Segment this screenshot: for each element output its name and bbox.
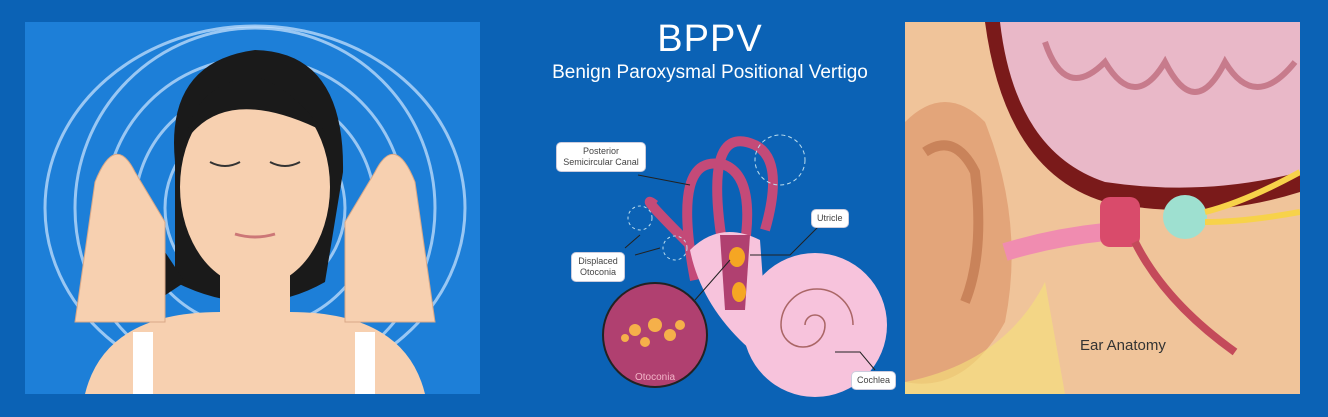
inner-ear-diagram bbox=[602, 134, 887, 397]
page-title: BPPV bbox=[657, 18, 763, 60]
page-subtitle: Benign Paroxysmal Positional Vertigo bbox=[552, 62, 868, 83]
cochlea-label: Cochlea bbox=[852, 372, 896, 389]
posterior-canal-label: Posterior Semicircular Canal bbox=[557, 143, 645, 171]
vertigo-woman-illustration bbox=[25, 22, 480, 394]
ear-anatomy-label: Ear Anatomy bbox=[1080, 337, 1166, 354]
utricle-label: Utricle bbox=[812, 210, 848, 227]
otoconia-label: Otoconia bbox=[634, 372, 676, 383]
displaced-otoconia-label: Displaced Otoconia bbox=[572, 253, 624, 281]
ear-anatomy-illustration bbox=[905, 22, 1300, 394]
